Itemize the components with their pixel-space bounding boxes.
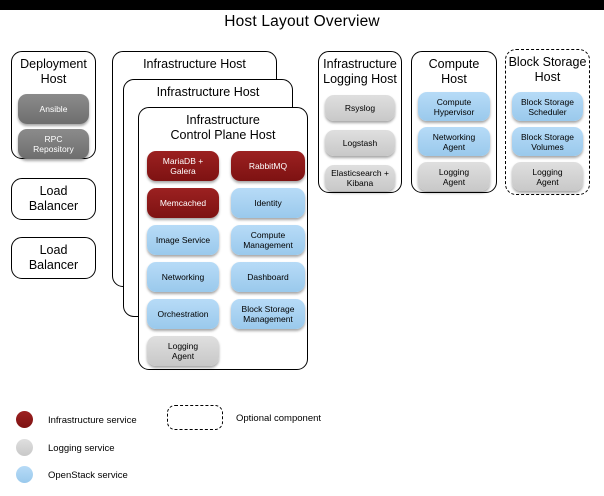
pill-networking: Networking bbox=[147, 262, 219, 292]
pill-rpc-repository: RPC Repository bbox=[18, 129, 89, 159]
legend-optional-component-label: Optional component bbox=[236, 413, 322, 424]
pill-compute-hypervisor: Compute Hypervisor bbox=[418, 92, 490, 121]
pill-logging-agent-control-plane: Logging Agent bbox=[147, 336, 219, 366]
legend-openstack-service-label: OpenStack service bbox=[48, 470, 128, 481]
pill-image-service: Image Service bbox=[147, 225, 219, 255]
legend-logging-service-icon bbox=[16, 439, 33, 456]
legend-openstack-service-icon bbox=[16, 466, 33, 483]
top-letterbox-bar bbox=[0, 0, 604, 10]
load-balancer-2-title: Load Balancer bbox=[28, 243, 79, 272]
load-balancer-box-2: Load Balancer bbox=[11, 237, 96, 279]
deployment-host-services: Ansible RPC Repository bbox=[18, 94, 89, 159]
pill-orchestration: Orchestration bbox=[147, 299, 219, 329]
logging-host-services: Rsyslog Logstash Elasticsearch + Kibana bbox=[325, 95, 395, 191]
legend-logging-service-label: Logging service bbox=[48, 443, 115, 454]
pill-elasticsearch-kibana: Elasticsearch + Kibana bbox=[325, 165, 395, 191]
legend-optional-component-icon bbox=[167, 405, 223, 430]
pill-rsyslog: Rsyslog bbox=[325, 95, 395, 121]
pill-networking-agent: Networking Agent bbox=[418, 127, 490, 156]
infrastructure-host-middle-title: Infrastructure Host bbox=[156, 85, 260, 99]
control-plane-host-box: Infrastructure Control Plane Host MariaD… bbox=[138, 107, 308, 370]
block-storage-host-title: Block Storage Host bbox=[508, 55, 587, 84]
logging-host-box: Infrastructure Logging Host Rsyslog Logs… bbox=[318, 51, 402, 193]
compute-host-box: Compute Host Compute Hypervisor Networki… bbox=[411, 51, 497, 193]
pill-rabbitmq: RabbitMQ bbox=[231, 151, 305, 181]
block-storage-host-box: Block Storage Host Block Storage Schedul… bbox=[505, 49, 590, 195]
load-balancer-1-title: Load Balancer bbox=[28, 184, 79, 213]
load-balancer-box-1: Load Balancer bbox=[11, 178, 96, 220]
pill-compute-management: Compute Management bbox=[231, 225, 305, 255]
deployment-host-box: Deployment Host Ansible RPC Repository bbox=[11, 51, 96, 159]
block-storage-host-services: Block Storage Scheduler Block Storage Vo… bbox=[512, 92, 583, 191]
legend-infrastructure-service-label: Infrastructure service bbox=[48, 415, 137, 426]
page-title: Host Layout Overview bbox=[224, 13, 380, 30]
compute-host-title: Compute Host bbox=[428, 57, 480, 86]
pill-dashboard: Dashboard bbox=[231, 262, 305, 292]
pill-block-storage-volumes: Block Storage Volumes bbox=[512, 127, 583, 156]
pill-logstash: Logstash bbox=[325, 130, 395, 156]
pill-mariadb-galera: MariaDB + Galera bbox=[147, 151, 219, 181]
pill-block-storage-scheduler: Block Storage Scheduler bbox=[512, 92, 583, 121]
pill-identity: Identity bbox=[231, 188, 305, 218]
pill-logging-agent-block-storage: Logging Agent bbox=[512, 162, 583, 191]
infrastructure-host-outer-title: Infrastructure Host bbox=[143, 57, 246, 71]
pill-block-storage-management: Block Storage Management bbox=[231, 299, 305, 329]
pill-ansible: Ansible bbox=[18, 94, 89, 124]
control-plane-host-title: Infrastructure Control Plane Host bbox=[170, 113, 276, 142]
pill-logging-agent-compute: Logging Agent bbox=[418, 162, 490, 191]
pill-memcached: Memcached bbox=[147, 188, 219, 218]
logging-host-title: Infrastructure Logging Host bbox=[323, 57, 397, 86]
control-plane-services: MariaDB + Galera RabbitMQ Memcached Iden… bbox=[147, 151, 305, 366]
deployment-host-title: Deployment Host bbox=[20, 57, 87, 86]
legend-infrastructure-service-icon bbox=[16, 411, 33, 428]
compute-host-services: Compute Hypervisor Networking Agent Logg… bbox=[418, 92, 490, 191]
